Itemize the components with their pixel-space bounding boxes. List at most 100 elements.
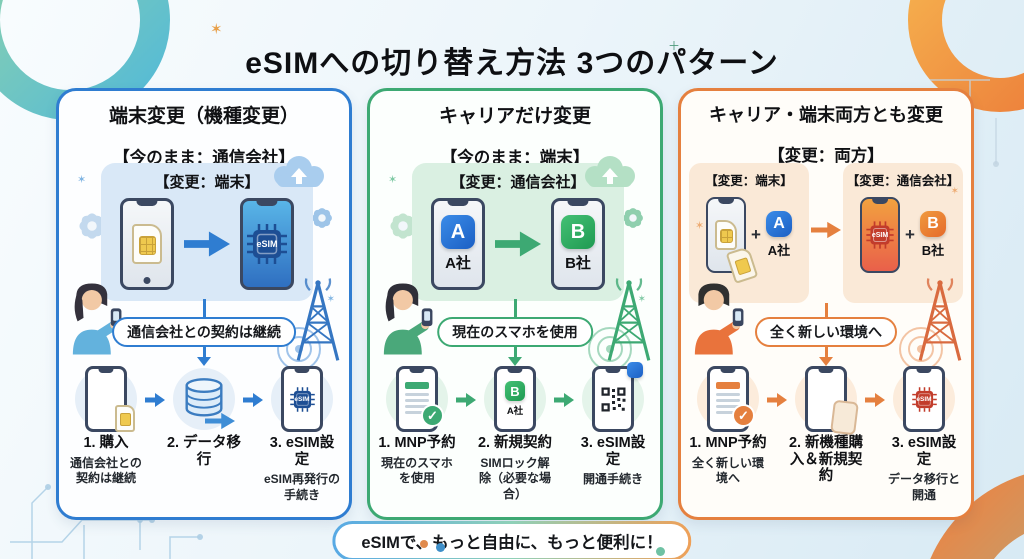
- old-phone-with-sim-icon: [120, 198, 174, 290]
- connector-line: [825, 303, 828, 317]
- old-phone-with-sim-icon: [706, 197, 759, 284]
- panel-title: キャリア・端末両方とも変更: [709, 105, 943, 125]
- orange-ring-decoration: [908, 0, 1024, 112]
- steps-row: 1. MNP予約 全く新しい環境へ B 2. 新機種購入＆新規契約: [689, 365, 963, 504]
- esim-chip-label: eSIM: [871, 231, 889, 239]
- note-badge: 通信会社との契約は継続: [112, 317, 296, 347]
- plus-sign: +: [905, 225, 915, 244]
- carrier-a-label: A社: [445, 255, 471, 272]
- step-title: 3. eSIM設定: [269, 435, 335, 468]
- down-arrow-connector: [514, 345, 517, 358]
- step-3: 3. eSIM設定 開通手続き: [574, 362, 652, 488]
- pattern-panels: 端末変更（機種変更） 【今のまま：通信会社】 【変更：端末】 eSIM: [56, 88, 974, 520]
- step-title: 1. 購入: [83, 435, 129, 451]
- carrier-b-letter: B: [510, 383, 520, 399]
- footer-banner: eSIMで、もっと自由に、もっと便利に！: [332, 521, 691, 559]
- dot-decoration: [656, 547, 665, 556]
- step-title: 2. 新機種購入＆新規契約: [788, 435, 864, 485]
- carrier-b-phone-icon: B B社: [551, 198, 605, 290]
- esim-setup-phone-icon: [592, 362, 643, 432]
- carrier-a-letter: A: [773, 215, 785, 232]
- step-title: 2. データ移行: [166, 435, 242, 468]
- sim-card-icon: [115, 405, 135, 432]
- carrier-a-app-icon: A: [765, 211, 792, 237]
- esim-chip-icon: eSIM: [910, 385, 938, 413]
- page-title: eSIMへの切り替え方法 3つのパターン: [245, 47, 779, 81]
- carrier-label: A社: [506, 406, 524, 417]
- mnp-phone-icon: [396, 366, 444, 432]
- carrier-b-letter: B: [927, 215, 939, 232]
- step-title: 3. eSIM設定: [891, 435, 957, 468]
- esim-chip-label: eSIM: [256, 239, 278, 249]
- sparkle-decoration: ＋: [668, 39, 681, 53]
- step-title: 2. 新規契約: [477, 435, 553, 451]
- phone-diagram: A A社 B B社: [412, 198, 624, 290]
- phone-diagram: eSIM: [101, 198, 313, 290]
- new-esim-phone-icon: eSIM: [860, 197, 901, 273]
- carrier-b-app-icon: B: [919, 211, 946, 237]
- step-sub: eSIM再発行の手続き: [263, 472, 340, 502]
- person-illustration: [683, 281, 747, 357]
- step-arrow-icon: [145, 393, 165, 407]
- change-label: 【変更：通信会社】: [450, 174, 586, 191]
- step-1: 1. MNP予約 全く新しい環境へ: [689, 365, 767, 487]
- sparkle-decoration: ✶: [695, 220, 705, 232]
- dot-decoration: [436, 543, 445, 552]
- panel-title: キャリアだけ変更: [438, 106, 591, 127]
- change-box: 【変更：通信会社】 A A社 B B社: [412, 156, 635, 301]
- step-sub: SIMロック解除（必要な場合）: [478, 455, 551, 501]
- carrier-b-letter: B: [819, 388, 833, 409]
- step-arrow-icon: [243, 393, 263, 407]
- step-title: 3. eSIM設定: [580, 435, 646, 468]
- change-label: 【変更：通信会社】: [846, 174, 960, 188]
- sim-card-icon: [725, 246, 759, 284]
- panel-title: 端末変更（機種変更）: [108, 106, 299, 127]
- carrier-b-app-icon: B: [505, 381, 525, 401]
- app-icon: [627, 362, 643, 378]
- change-carrier-box: 【変更：通信会社】 eSIM + B B社: [843, 163, 963, 303]
- change-device-box: 【変更：端末】 + A A社: [689, 163, 809, 303]
- step-arrow-icon: [554, 393, 574, 407]
- carrier-combo: eSIM + B B社: [843, 197, 963, 273]
- plus-sign: +: [751, 225, 761, 244]
- panel-device-change: 端末変更（機種変更） 【今のまま：通信会社】 【変更：端末】 eSIM: [56, 88, 352, 520]
- radio-tower-icon: [607, 276, 651, 362]
- buy-phone-icon: [85, 366, 135, 432]
- step-1: 1. 購入 通信会社との契約は継続: [67, 365, 145, 487]
- check-icon: [732, 404, 755, 427]
- step-sub: データ移行と開通: [887, 472, 960, 502]
- panel-subtitle: 【今のまま：端末】: [440, 148, 590, 167]
- esim-chip-label: eSIM: [294, 395, 310, 403]
- step-3: eSIM 3. eSIM設定 eSIM再発行の手続き: [263, 365, 341, 504]
- change-label: 【変更：端末】: [154, 174, 260, 191]
- step-arrow-icon: [456, 393, 476, 407]
- step-2: 2. データ移行: [165, 365, 243, 472]
- step-3: eSIM 3. eSIM設定 データ移行と開通: [885, 365, 963, 504]
- step-sub: 全く新しい環境へ: [691, 455, 764, 486]
- radio-tower-icon: [918, 276, 962, 362]
- down-arrow-connector: [825, 345, 828, 358]
- change-box: 【変更：端末】 eSIM: [101, 156, 324, 301]
- panel-subtitle: 【変更：両方】: [768, 146, 884, 165]
- step-arrow-icon: [865, 393, 885, 407]
- mnp-phone-icon: [707, 366, 755, 432]
- person-illustration: [372, 281, 436, 357]
- cloud-upload-icon: [585, 156, 635, 187]
- data-transfer-arrow-icon: [205, 412, 235, 430]
- steps-row: 1. MNP予約 現在のスマホを使用 B A社 2. 新規契約 SIMロック解除…: [378, 362, 652, 502]
- step-arrow-icon: [767, 393, 787, 407]
- carrier-a-phone-icon: A A社: [431, 198, 485, 290]
- connector-line: [514, 299, 517, 317]
- esim-chip-icon: eSIM: [245, 222, 289, 266]
- radio-tower-icon: [296, 276, 340, 362]
- step-sub: 開通手続き: [582, 472, 643, 487]
- document-lines-icon: [716, 381, 740, 417]
- document-lines-icon: [405, 381, 429, 417]
- cloud-upload-icon: [274, 156, 324, 187]
- panel-both-change: キャリア・端末両方とも変更 【変更：両方】 【変更：端末】 + A A社: [678, 88, 974, 520]
- right-arrow-icon: [811, 221, 841, 239]
- sparkle-decoration: ✶: [210, 21, 223, 38]
- device-combo: + A A社: [689, 197, 809, 284]
- steps-row: 1. 購入 通信会社との契約は継続 2. データ移行: [67, 365, 341, 504]
